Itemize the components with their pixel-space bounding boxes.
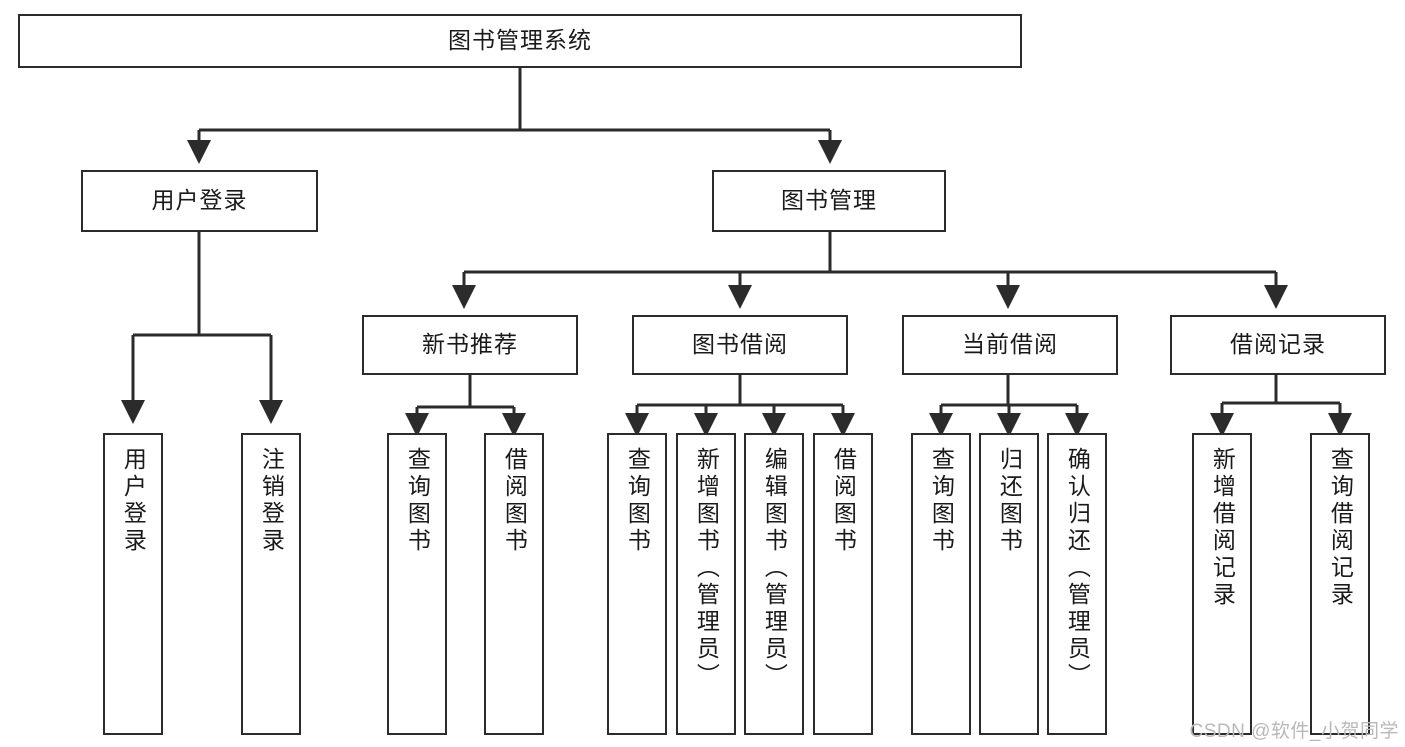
leaf-borrow-record-1[interactable]: 新增借阅记录 — [1192, 433, 1252, 735]
leaf-borrow-book-1-label: 查询图书 — [624, 447, 651, 555]
node-borrow-record-label: 借阅记录 — [1230, 331, 1326, 358]
node-current-borrow-label: 当前借阅 — [962, 331, 1058, 358]
leaf-borrow-book-4[interactable]: 借阅图书 — [813, 433, 873, 735]
leaf-borrow-book-3[interactable]: 编辑图书（管理员） — [744, 433, 804, 735]
node-user-login[interactable]: 用户登录 — [81, 170, 318, 232]
node-new-book-recommend-label: 新书推荐 — [422, 331, 518, 358]
leaf-current-borrow-2-label: 归还图书 — [996, 447, 1023, 555]
leaf-current-borrow-1-label: 查询图书 — [928, 447, 955, 555]
node-book-management[interactable]: 图书管理 — [712, 170, 946, 232]
node-new-book-recommend[interactable]: 新书推荐 — [362, 315, 578, 375]
leaf-new-book-2[interactable]: 借阅图书 — [484, 433, 544, 735]
leaf-user-login-1-label: 用户登录 — [120, 447, 147, 555]
leaf-user-login-1[interactable]: 用户登录 — [103, 433, 163, 735]
node-borrow-record[interactable]: 借阅记录 — [1170, 315, 1386, 375]
node-book-management-label: 图书管理 — [781, 187, 877, 214]
leaf-current-borrow-3[interactable]: 确认归还（管理员） — [1047, 433, 1107, 735]
leaf-borrow-book-2[interactable]: 新增图书（管理员） — [676, 433, 736, 735]
node-root[interactable]: 图书管理系统 — [18, 14, 1022, 68]
node-root-label: 图书管理系统 — [448, 27, 592, 54]
leaf-new-book-1[interactable]: 查询图书 — [387, 433, 447, 735]
leaf-user-login-2-label: 注销登录 — [258, 447, 285, 555]
node-book-borrow-label: 图书借阅 — [692, 331, 788, 358]
leaf-new-book-2-label: 借阅图书 — [501, 447, 528, 555]
leaf-borrow-book-2-label: 新增图书（管理员） — [693, 447, 720, 690]
leaf-borrow-book-3-label: 编辑图书（管理员） — [761, 447, 788, 690]
leaf-borrow-book-4-label: 借阅图书 — [830, 447, 857, 555]
node-current-borrow[interactable]: 当前借阅 — [902, 315, 1118, 375]
leaf-current-borrow-3-label: 确认归还（管理员） — [1064, 447, 1091, 690]
leaf-current-borrow-2[interactable]: 归还图书 — [979, 433, 1039, 735]
node-book-borrow[interactable]: 图书借阅 — [632, 315, 848, 375]
leaf-borrow-record-1-label: 新增借阅记录 — [1209, 447, 1236, 609]
leaf-new-book-1-label: 查询图书 — [404, 447, 431, 555]
leaf-borrow-record-2-label: 查询借阅记录 — [1327, 447, 1354, 609]
leaf-current-borrow-1[interactable]: 查询图书 — [911, 433, 971, 735]
leaf-user-login-2[interactable]: 注销登录 — [241, 433, 301, 735]
leaf-borrow-record-2[interactable]: 查询借阅记录 — [1310, 433, 1370, 735]
node-user-login-label: 用户登录 — [151, 187, 248, 214]
watermark-text: CSDN @软件_小贺同学 — [1189, 721, 1399, 742]
leaf-borrow-book-1[interactable]: 查询图书 — [607, 433, 667, 735]
